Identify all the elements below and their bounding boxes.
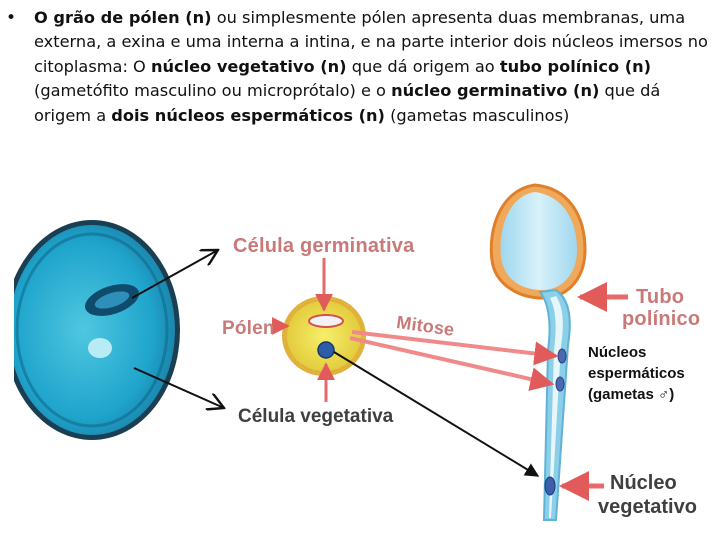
label-tubo-1: Tubo xyxy=(636,286,685,308)
pollen-tube xyxy=(489,183,587,521)
label-nucleo-2: vegetativo xyxy=(598,496,697,518)
text-segment: que dá origem a xyxy=(34,81,661,125)
term-nucleo-vegetativo: núcleo vegetativo (n) xyxy=(150,56,347,76)
term-nucleos-espermaticos: dois núcleos espermáticos (n) xyxy=(111,105,385,125)
text-block: • O grão de pólen (n) ou simplesmente pó… xyxy=(6,6,722,128)
text-segment: (gametas masculinos) xyxy=(384,105,570,125)
description-paragraph: O grão de pólen (n) ou simplesmente póle… xyxy=(34,6,722,128)
label-nucleo-1: Núcleo xyxy=(610,472,677,494)
pollen-cell xyxy=(282,296,366,376)
text-segment: ou simplesmente pólen apresenta duas mem… xyxy=(34,8,708,76)
label-polen: Pólen xyxy=(222,318,275,339)
arrow-to-germinativa xyxy=(131,250,218,299)
text-segment: (gametófito masculino ou microprótalo) e… xyxy=(34,81,392,101)
arrow-to-vegetativa xyxy=(133,367,224,408)
esp-line-3: (gametas ♂) xyxy=(588,386,675,403)
text-segment: que dá origem ao xyxy=(346,56,500,76)
label-celula-germinativa: Célula germinativa xyxy=(233,235,415,257)
esp-line-2: espermáticos xyxy=(588,365,685,382)
term-tubo-polinico: tubo polínico (n) xyxy=(499,56,652,76)
label-celula-vegetativa: Célula vegetativa xyxy=(238,406,394,427)
term-nucleo-germinativo: núcleo germinativo (n) xyxy=(391,81,600,101)
term-grao-polen: O grão de pólen (n) xyxy=(34,8,212,27)
esp-line-1: Núcleos xyxy=(588,344,647,361)
label-nucleos-espermaticos: Núcleos espermáticos (gametas ♂) xyxy=(586,340,710,407)
pollen-micrograph xyxy=(0,220,180,524)
arrow-to-nucleo-vegetativo xyxy=(333,351,540,477)
label-tubo-2: polínico xyxy=(622,308,701,330)
arrow-mitose-1 xyxy=(351,330,559,366)
bullet-marker: • xyxy=(6,8,17,28)
arrow-mitose-2 xyxy=(349,336,555,391)
